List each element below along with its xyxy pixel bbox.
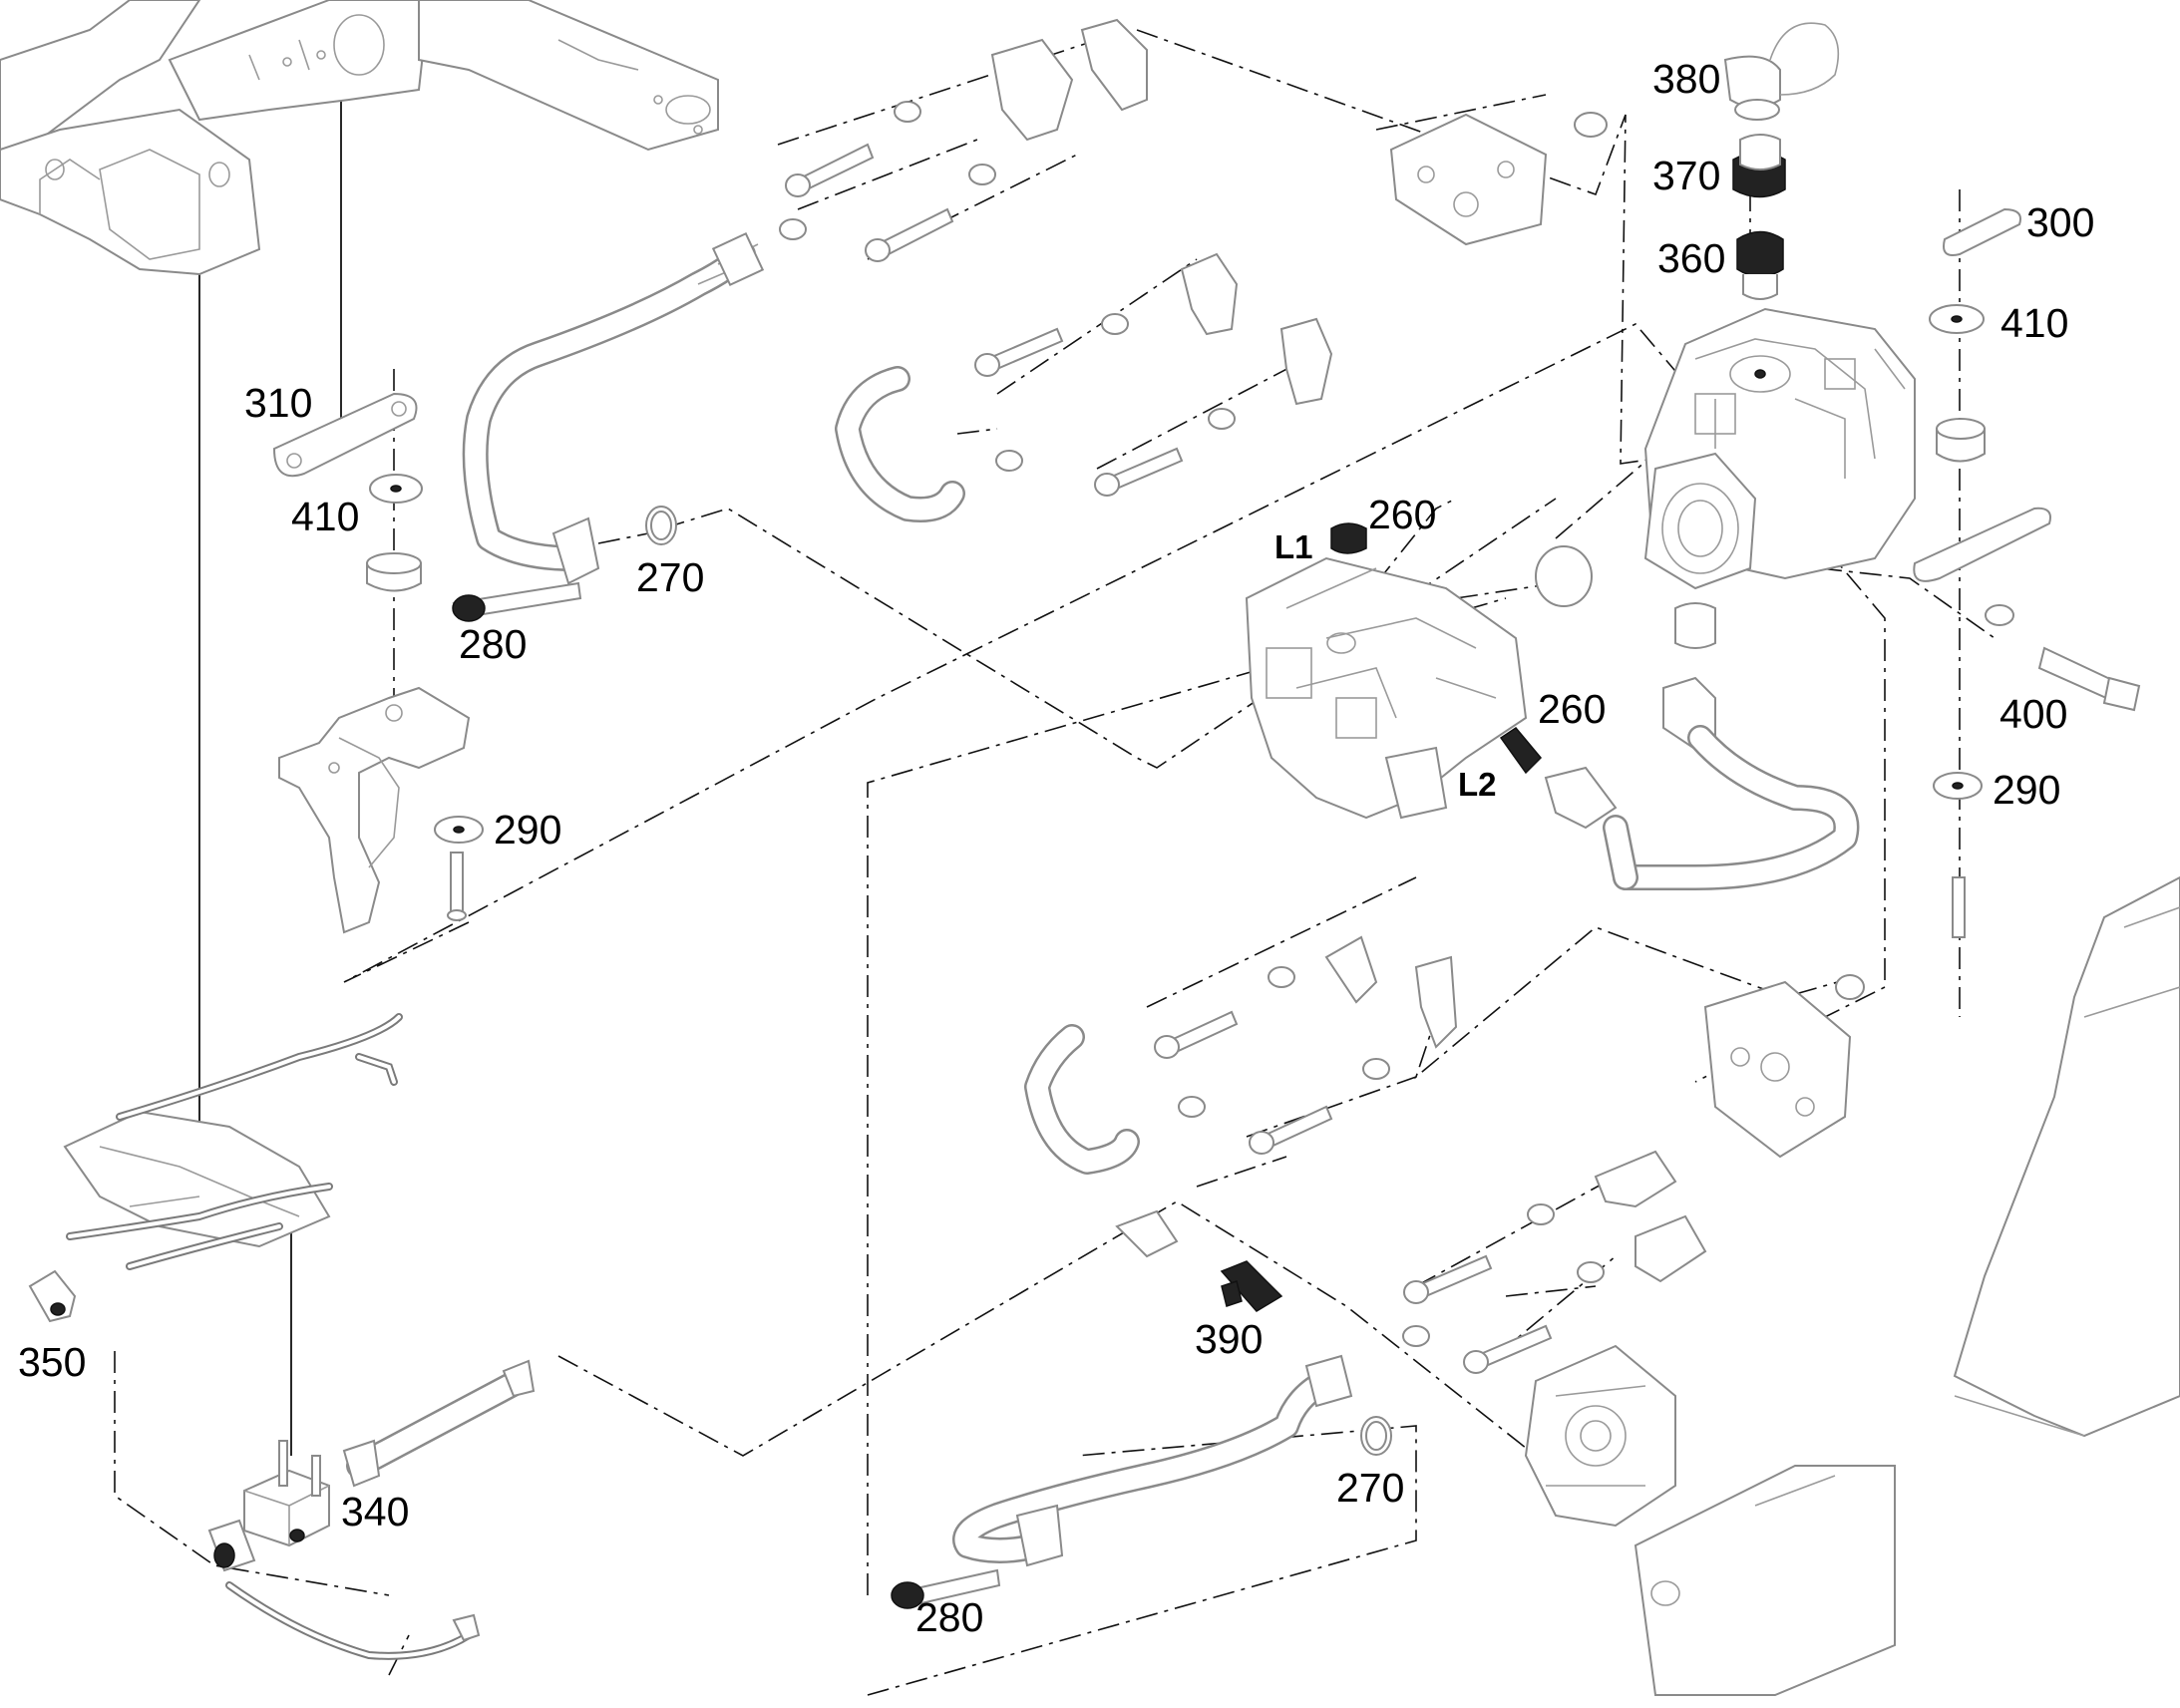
- plug-260-l1: [1330, 522, 1367, 554]
- label-370: 370: [1652, 153, 1720, 198]
- mid-flange-group: [1024, 935, 1865, 1175]
- label-280-bottom: 280: [915, 1594, 983, 1640]
- lower-right-housing: [1524, 875, 2180, 1696]
- link-310: [272, 392, 418, 478]
- label-port-l2: L2: [1458, 766, 1497, 803]
- sensor-valve-340: [207, 1359, 536, 1660]
- main-pump-right: [1535, 307, 1916, 891]
- bolt-290-right: [1952, 876, 1966, 938]
- top-hose-assembly: [452, 231, 765, 622]
- label-260-mid: 260: [1538, 686, 1606, 732]
- seal-370a: [1734, 99, 1780, 121]
- upper-flange: [1389, 112, 1608, 246]
- lower-hose-assembly: [891, 1354, 1392, 1609]
- label-290-right: 290: [1993, 767, 2060, 813]
- bolt-290-left: [450, 852, 464, 913]
- vertical-fitting-stack: [1723, 22, 1840, 300]
- top-clamp-group: [779, 18, 1333, 522]
- label-350: 350: [18, 1339, 86, 1385]
- part-labels: 380 370 360 300 410 310 410 270 280 260 …: [18, 56, 2094, 1640]
- label-340: 340: [341, 1489, 409, 1535]
- label-270-top: 270: [636, 554, 704, 600]
- label-390: 390: [1195, 1316, 1263, 1362]
- label-300: 300: [2026, 199, 2094, 245]
- center-motor: [1245, 522, 1638, 890]
- bracket-right: [1913, 507, 2051, 582]
- label-360: 360: [1657, 235, 1725, 281]
- vehicle-frame-top-left: [0, 0, 719, 276]
- tee-fitting-390: [1115, 1209, 1283, 1312]
- label-280-top: 280: [459, 621, 527, 667]
- left-mount-stack: [272, 392, 484, 934]
- label-290-left: 290: [494, 807, 561, 853]
- label-270-bottom: 270: [1336, 1465, 1404, 1511]
- wiring-harness: [28, 1013, 403, 1323]
- label-410-left: 410: [291, 494, 359, 539]
- label-310: 310: [244, 380, 312, 426]
- flange-mid-right: [1703, 980, 1852, 1159]
- lower-clamp-group: [1402, 1150, 1707, 1374]
- plug-260-l2: [1499, 727, 1543, 775]
- label-port-l1: L1: [1274, 528, 1313, 565]
- label-380: 380: [1652, 56, 1720, 102]
- link-300: [1943, 207, 2021, 256]
- flange-270-bottom: [1015, 1504, 1064, 1567]
- flange-270-top: [551, 516, 600, 585]
- bracket-left: [278, 686, 471, 934]
- right-mount-stack: [1913, 207, 2141, 938]
- label-400: 400: [1999, 691, 2067, 737]
- label-410-right: 410: [2000, 300, 2068, 346]
- label-260-top: 260: [1368, 492, 1436, 537]
- fitting-360: [1736, 230, 1784, 278]
